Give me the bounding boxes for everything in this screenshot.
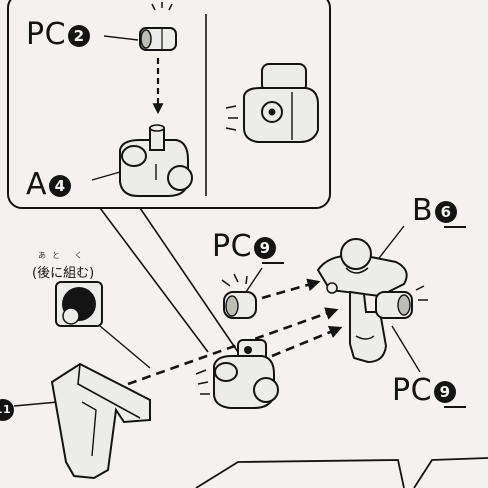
later-assembly-note: (後に組む): [32, 266, 95, 281]
label-pc9-bottom-num: 9: [434, 381, 457, 403]
a4-part: [91, 124, 193, 197]
pc9-bottom-part: [375, 285, 428, 319]
note-ruby: あと く: [38, 251, 89, 260]
inset-box: [7, 0, 331, 353]
dashed-arrow-pc9: [261, 278, 321, 300]
pc2-part: [103, 2, 177, 51]
part-11: [13, 362, 151, 480]
dashed-arrow-part11: [127, 307, 339, 386]
a4-middle-assembly: [195, 339, 279, 409]
label-b6-num: 6: [435, 201, 458, 223]
label-b6-text: B: [412, 193, 434, 228]
label-pc9-bottom-text: PC: [392, 373, 433, 408]
label-a4-text: A: [26, 167, 48, 202]
label-a4-num: 4: [49, 175, 72, 197]
b6-part: [316, 225, 421, 373]
later-assembly-icon: [55, 281, 151, 369]
dashed-arrow-a4: [271, 325, 343, 358]
label-pc9-top-text: PC: [212, 229, 253, 264]
label-pc9-top-num: 9: [254, 237, 277, 259]
label-part-11-num: 11: [0, 399, 14, 421]
label-pc9-bottom-underline: [444, 406, 466, 408]
label-pc9-top-underline: [262, 262, 284, 264]
pc9-top-part: [221, 267, 263, 319]
label-part-11: 11: [0, 392, 14, 422]
a4-assembled-view: [225, 63, 319, 143]
next-step-frame: [195, 457, 488, 488]
label-b6-underline: [444, 226, 466, 228]
label-pc2-num: 2: [68, 25, 91, 47]
label-pc2-text: PC: [26, 17, 67, 52]
